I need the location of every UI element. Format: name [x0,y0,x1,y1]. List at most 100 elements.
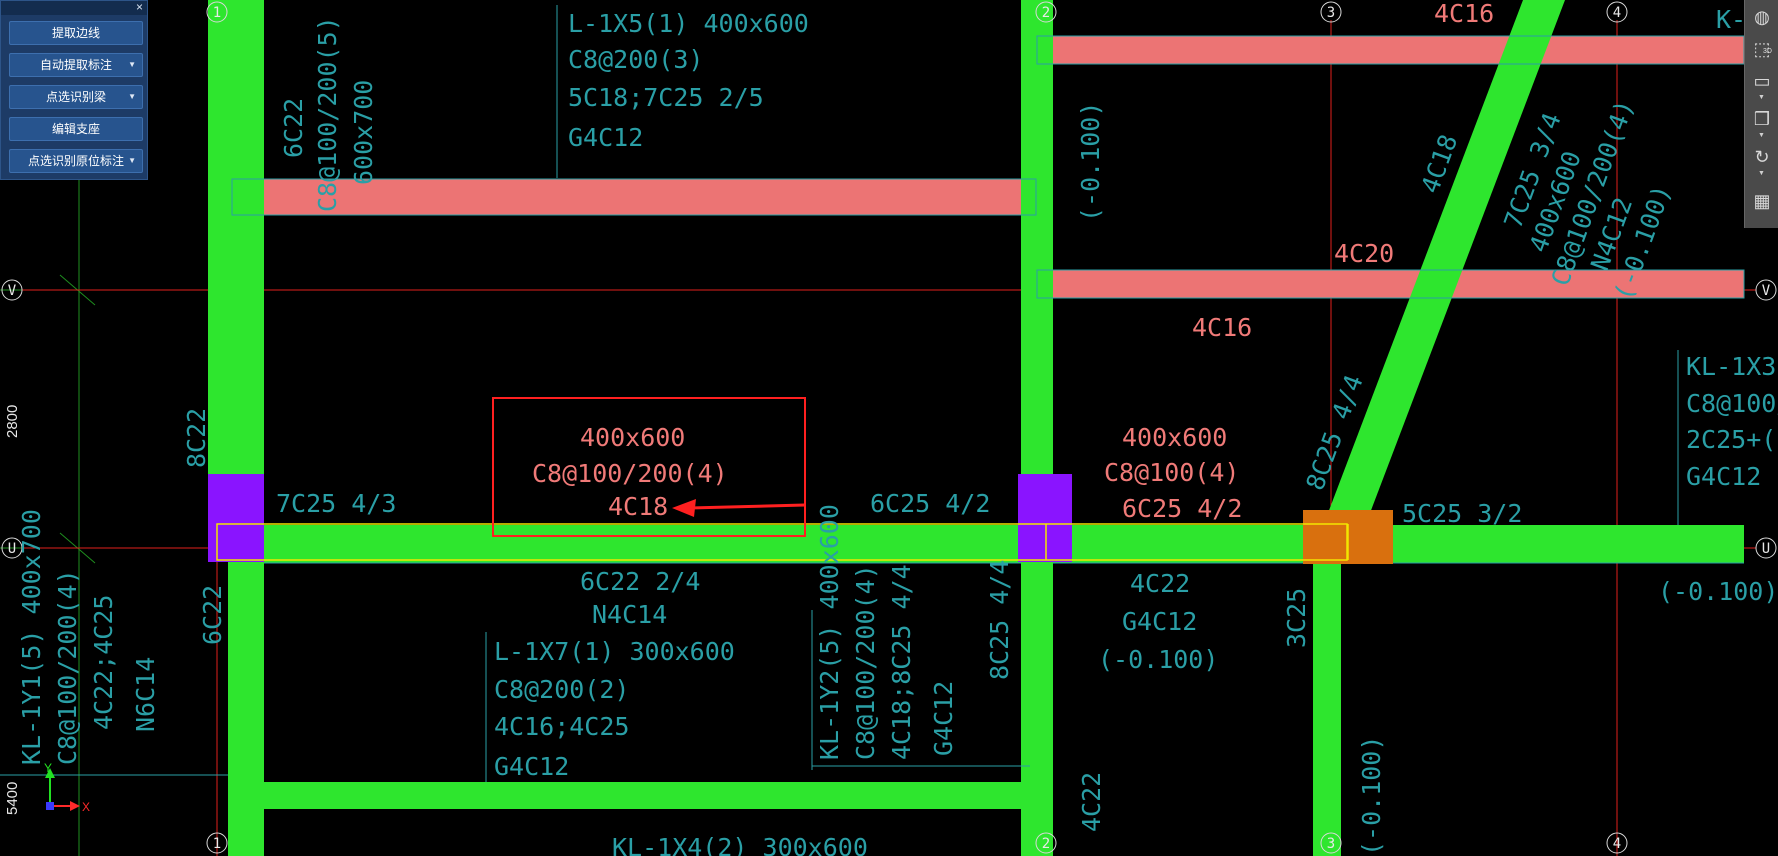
red-beams[interactable] [232,36,1744,298]
sphere-view-icon[interactable]: ◍ [1754,7,1770,27]
ann-kl1y1-2: 4C22;4C25 [89,595,118,730]
axis-label-x4-bottom: 4 [1613,836,1621,852]
chevron-down-icon[interactable]: ▼ [1758,132,1765,139]
ann-u-right-2: 6C25 4/2 [1122,494,1242,523]
ann-l1x5-0: L-1X5(1) 400x600 [568,9,809,38]
plan-view-icon[interactable]: ▭ [1753,71,1771,91]
dimension-labels: 2800 5400 [4,405,21,815]
ann-u-7c25: 7C25 4/3 [276,489,396,518]
auto-extract-annotation-button[interactable]: 自动提取标注 ▼ [9,53,143,77]
rotate-icon[interactable]: ↻ [1754,147,1770,167]
view-toolbar: ◍ ⬚ 3D ▭ ▼ ❒ ▼ ↻ ▼ ▦ [1744,0,1778,228]
axis-label-x2: 2 [1042,5,1050,21]
beam-recognition-panel: × 提取边线 自动提取标注 ▼ 点选识别梁 ▼ 编辑支座 点选识别原位标注 ▼ [0,0,148,180]
close-icon[interactable]: × [135,0,143,14]
axis-label-u-right: U [1762,541,1770,557]
edit-support-label: 编辑支座 [51,122,100,136]
selection-box [492,397,806,537]
edit-support-button[interactable]: 编辑支座 [9,117,143,141]
pick-recognize-beam-button[interactable]: 点选识别梁 ▼ [9,85,143,109]
ann-kl1y2-3: G4C12 [929,681,958,756]
ann-kl1y2-2: 4C18;8C25 4/4 [887,564,916,760]
ann-kl1x3-3: G4C12 [1686,462,1761,491]
ann-col-3c25: 3C25 [1282,588,1311,648]
column-purple-2 [1018,474,1072,562]
beam-green-col1-top [208,0,264,550]
axis-label-x3-bottom: 3 [1327,836,1335,852]
ann-col-6c22: 6C22 [198,585,227,645]
auto-extract-annotation-label: 自动提取标注 [39,58,112,72]
ann-elev-2-top: (-0.100) [1076,102,1105,222]
chevron-down-icon[interactable]: ▼ [1758,94,1765,101]
ann-col-elev-3: (-0.100) [1357,736,1386,856]
pick-recognize-original-annotation-button[interactable]: 点选识别原位标注 ▼ [9,149,143,173]
beam-red-v-right [1037,270,1744,298]
pointer-arrow-line [689,503,806,510]
selected-beam-outline [216,523,1348,561]
ann-kl1x3-2: 2C25+( [1686,425,1776,454]
ann-u-bottom-right-2: (-0.100) [1098,645,1218,674]
ann-kl1x3-0: KL-1X3 [1686,352,1776,381]
ann-u-6c25-left: 6C25 4/2 [870,489,990,518]
axis-label-v-right: V [1762,283,1771,299]
beam-green-diagonal [1328,0,1565,513]
beam-green-u [264,525,1744,563]
ann-col-8c25: 8C25 4/4 [985,560,1014,680]
ann-left-col-2: 600x700 [349,80,378,185]
chevron-down-icon[interactable]: ▼ [128,92,136,101]
ann-col-4c22: 4C22 [1077,772,1106,832]
ann-u-5c25: 5C25 3/2 [1402,499,1522,528]
beam-green-col1-bottom [228,550,264,856]
ann-l1x7-1: C8@200(2) [494,675,629,704]
extract-edges-label: 提取边线 [51,26,100,40]
dim-2800: 2800 [4,405,21,438]
beam-green-col3-bottom [1313,550,1341,856]
beam-red-top-right [1037,36,1744,64]
axis-label-x1: 1 [213,5,221,21]
ucs-x-label: X [82,800,90,814]
dim-5400: 5400 [4,782,21,815]
ann-kl1y2-0: KL-1Y2(5) 400x600 [815,504,844,760]
ann-u-right-1: C8@100(4) [1104,458,1239,487]
beam-green-col2 [1021,0,1053,856]
ann-4c16: 4C16 [1192,313,1252,342]
ann-kl1x3-1: C8@100/ [1686,389,1778,418]
3d-label: 3D [1763,48,1772,55]
3d-cube-icon[interactable]: ⬚ [1753,39,1771,59]
ann-l1x7-0: L-1X7(1) 300x600 [494,637,735,666]
ann-u-bottom-right-0: 4C22 [1130,569,1190,598]
ann-u-right-0: 400x600 [1122,423,1227,452]
axis-bubble-labels: 1 2 3 4 V U V U 1 2 3 4 [8,5,1771,852]
ann-left-col-0: 6C22 [279,98,308,158]
ann-l1x5-2: 5C18;7C25 2/5 [568,83,764,112]
axis-label-x1-bottom: 1 [213,836,221,852]
pointer-arrow-head [672,499,696,517]
ann-l1x5-1: C8@200(3) [568,45,703,74]
panel-titlebar[interactable]: × [1,0,147,15]
chevron-down-icon[interactable]: ▼ [128,60,136,69]
pick-recognize-beam-label: 点选识别梁 [45,90,106,104]
axis-label-x2-bottom: 2 [1042,836,1050,852]
ann-8c22: 8C22 [182,408,211,468]
ann-kl1y1-1: C8@100/200(4) [53,569,82,765]
box-view-icon[interactable]: ❒ [1753,109,1771,129]
ucs-y-label: Y [44,761,52,775]
axis-label-x3: 3 [1327,5,1335,21]
original-position-annotations: 4C16 4C20 4C16 400x600 C8@100/200(4) 4C1… [532,0,1494,523]
ann-bottom-kl: KL-1X4(2) 300x600 [612,833,868,856]
chevron-down-icon[interactable]: ▼ [1758,170,1765,177]
ann-u-bottom-right-1: G4C12 [1122,607,1197,636]
grid-settings-icon[interactable]: ▦ [1753,191,1771,211]
ann-u-bottom-left-1: N4C14 [592,600,667,629]
beam-red-top-left [232,179,1036,215]
chevron-down-icon[interactable]: ▼ [128,156,136,165]
ann-kl1y2-1: C8@100/200(4) [851,564,880,760]
green-beams[interactable] [208,0,1744,856]
ann-sel-0: 400x600 [580,423,685,452]
extract-edges-button[interactable]: 提取边线 [9,21,143,45]
axis-label-u-left: U [8,541,16,557]
ann-4c20: 4C20 [1334,239,1394,268]
ann-left-col-1: C8@100/200(5) [313,16,342,212]
ann-sel-1: C8@100/200(4) [532,459,728,488]
